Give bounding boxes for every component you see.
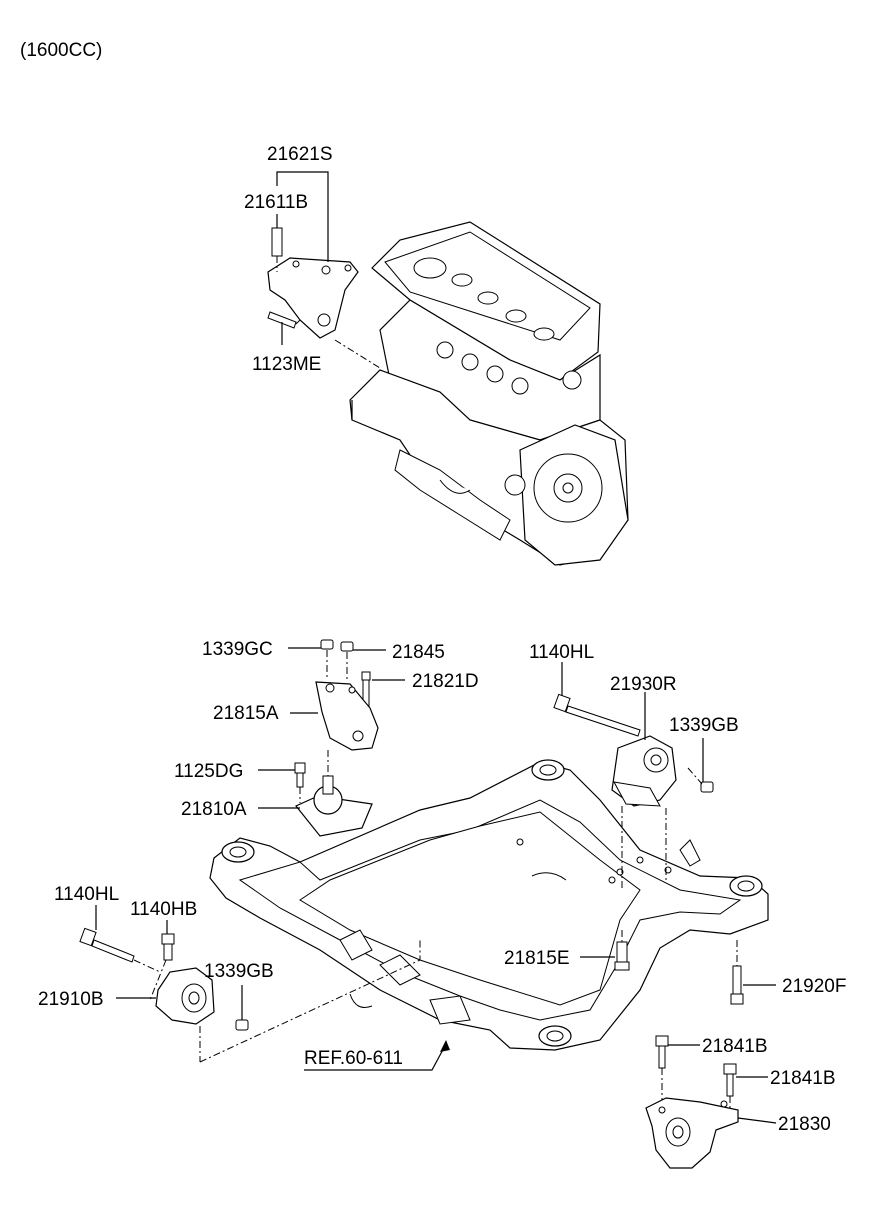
label-21910B: 21910B — [38, 989, 104, 1010]
label-21920F: 21920F — [782, 976, 846, 997]
engine-block — [349, 221, 629, 566]
label-1339GC: 1339GC — [202, 639, 273, 660]
label-1125DG: 1125DG — [174, 761, 243, 782]
label-1339GB-left: 1339GB — [204, 961, 274, 982]
nut-21845 — [340, 641, 354, 682]
bolt-21815E — [614, 930, 630, 971]
nut-1339GC — [320, 639, 334, 680]
bolt-1140HB — [149, 933, 175, 1001]
label-21611B: 21611B — [244, 192, 308, 213]
label-21830: 21830 — [778, 1114, 831, 1135]
label-21810A: 21810A — [181, 799, 247, 820]
bolt-21841B-b — [723, 1063, 737, 1110]
label-21841B-b: 21841B — [770, 1068, 836, 1089]
bolt-21841B-a — [655, 1035, 669, 1100]
bolt-1140HL-right — [553, 693, 641, 737]
mount-21830 — [645, 1097, 739, 1169]
label-21841B-a: 21841B — [702, 1036, 768, 1057]
label-1123ME: 1123ME — [252, 354, 321, 375]
ref-arrow — [304, 1040, 450, 1071]
nut-1339GB-right — [687, 767, 714, 793]
label-1339GB-right: 1339GB — [669, 715, 739, 736]
label-1140HL-right: 1140HL — [529, 642, 594, 663]
engine-mount-bracket-21621S — [267, 227, 381, 369]
front-subframe — [209, 759, 769, 1051]
label-21815E: 21815E — [504, 948, 570, 969]
label-21930R: 21930R — [610, 674, 677, 695]
label-21821D: 21821D — [412, 671, 479, 692]
label-21845: 21845 — [392, 642, 445, 663]
mount-21930R — [611, 735, 677, 807]
label-1140HB: 1140HB — [130, 899, 197, 920]
mount-21810A — [295, 750, 373, 837]
mount-21910B — [155, 967, 215, 1025]
bolt-1140HL-left — [79, 927, 135, 963]
engine-spec-label: (1600CC) — [20, 40, 102, 61]
bracket-21815A — [315, 681, 379, 751]
nut-1339GB-left — [235, 1019, 249, 1031]
label-21621S: 21621S — [267, 144, 333, 165]
label-1140HL-left: 1140HL — [54, 884, 119, 905]
bolt-21920F — [730, 940, 744, 1005]
label-21815A: 21815A — [213, 703, 279, 724]
bolt-1125DG — [294, 762, 306, 803]
label-ref-60-611: REF.60-611 — [304, 1048, 403, 1069]
